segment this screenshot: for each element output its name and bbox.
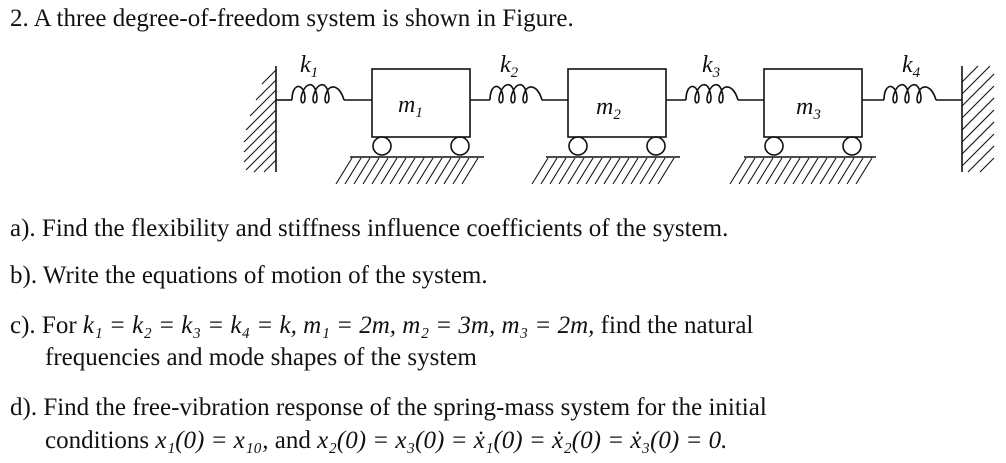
spring-mass-diagram: k1 k2 k3 k4 m1 m2 m3: [243, 52, 995, 185]
mass-box-2: [567, 68, 667, 138]
part-d-text: Find the free-vibration response of the …: [43, 394, 767, 421]
label-m2: m2: [596, 94, 621, 123]
part-d-line2: conditions x₁(0) = x₁₀, and x₂(0) = x₃(0…: [45, 426, 727, 456]
problem-statement: A three degree-of-freedom system is show…: [33, 5, 574, 32]
part-d-condition-1: x₁(0) = x₁₀,: [155, 427, 269, 454]
spring-k2: [470, 83, 568, 104]
part-c-prefix: For: [41, 312, 77, 339]
spring-k4: [862, 83, 962, 104]
part-c-line2: frequencies and mode shapes of the syste…: [45, 344, 477, 371]
mass-box-3: [763, 68, 863, 138]
part-a-text: Find the flexibility and stiffness influ…: [41, 215, 729, 242]
part-b-text: Write the equations of motion of the sys…: [42, 262, 488, 289]
label-k4: k4: [902, 52, 921, 81]
part-d-and: and: [274, 427, 311, 454]
problem-number: 2.: [10, 5, 29, 32]
part-c-condition: k₁ = k₂ = k₃ = k₄ = k, m₁ = 2m, m₂ = 3m,…: [82, 312, 595, 339]
part-a-label: a).: [10, 215, 36, 242]
left-wall-hatch: [243, 69, 277, 173]
part-d-condition-2: x₂(0) = x₃(0) = ẋ₁(0) = ẋ₂(0) = ẋ₃(0) = …: [317, 427, 728, 454]
part-b: b). Write the equations of motion of the…: [10, 261, 488, 291]
label-m1: m1: [398, 92, 423, 121]
part-c: c). For k₁ = k₂ = k₃ = k₄ = k, m₁ = 2m, …: [10, 311, 753, 341]
spring-k1: [276, 83, 372, 104]
wheels-mass-1: [372, 136, 470, 156]
part-d-conditions-label: conditions: [45, 427, 150, 454]
part-c-label: c).: [10, 312, 36, 339]
part-b-label: b).: [10, 262, 38, 289]
label-m3: m3: [796, 94, 821, 123]
ground-hatch: [335, 157, 873, 185]
label-k2: k2: [500, 52, 519, 81]
label-k1: k1: [300, 52, 318, 81]
right-wall-hatch: [961, 65, 995, 173]
part-d: d). Find the free-vibration response of …: [10, 393, 767, 423]
part-d-label: d).: [10, 394, 38, 421]
wheels-mass-2: [568, 136, 666, 156]
wheels-mass-3: [764, 136, 862, 156]
part-a: a). Find the flexibility and stiffness i…: [10, 214, 728, 244]
spring-k3: [666, 83, 764, 104]
part-c-rest: find the natural: [600, 312, 754, 339]
label-k3: k3: [702, 52, 720, 81]
problem-heading: 2. A three degree-of-freedom system is s…: [10, 4, 574, 34]
mass-box-1: [371, 68, 471, 138]
